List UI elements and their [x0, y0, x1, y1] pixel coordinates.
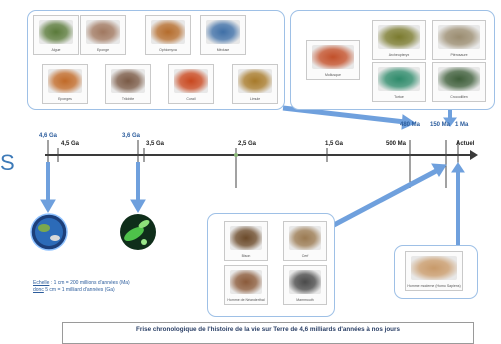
earth-illustration — [30, 213, 68, 251]
organism-picture — [411, 256, 457, 280]
image-card-top-left-3: Méduse — [200, 15, 246, 55]
image-card-bottom-middle-2: Homme de Néanderthal — [224, 265, 268, 305]
image-card-top-left-5: Trilobite — [105, 64, 151, 104]
scale-line-1: : 1 cm = 200 millions d'années (Ma) — [49, 280, 130, 286]
organism-caption: Corail — [186, 97, 196, 101]
organism-caption: Cerf — [301, 254, 309, 258]
organism-picture — [174, 69, 208, 93]
organism-picture — [312, 45, 354, 69]
organism-caption: Homme moderne (Homo Sapiens) — [407, 284, 461, 288]
label-1-ma: 1 Ma — [455, 122, 469, 128]
organism-picture — [206, 20, 240, 44]
arrow-bacteria-head — [130, 199, 146, 213]
organism-picture — [438, 67, 480, 91]
title-box: Frise chronologique de l'histoire de la … — [62, 322, 474, 344]
organism-caption: Algue — [51, 48, 61, 52]
organism-caption: Eponges — [58, 97, 72, 101]
organism-picture — [48, 69, 82, 93]
image-card-top-right-2: Ptérosaure — [432, 20, 486, 60]
organism-caption: Méduse — [216, 48, 230, 52]
organism-picture — [378, 25, 420, 49]
organism-picture — [238, 69, 272, 93]
organism-caption: Trilobite — [121, 97, 135, 101]
organism-caption: Ptérosaure — [450, 53, 468, 57]
organism-picture — [86, 20, 120, 44]
arrow-bottom-right-head — [451, 162, 465, 173]
organism-picture — [438, 25, 480, 49]
image-card-bottom-middle-3: Mammouth — [283, 265, 327, 305]
organism-caption: Mollusque — [325, 73, 341, 77]
image-card-top-left-1: Eponge — [80, 15, 126, 55]
scale-legend: Echelle : 1 cm = 200 millions d'années (… — [33, 280, 130, 293]
label-480-ma: 480 Ma — [400, 122, 421, 128]
arrow-bottom-middle — [313, 167, 440, 238]
scale-line-2: 5 cm = 1 milliard d'années (Ga) — [43, 286, 115, 293]
page-title: Frise chronologique de l'histoire de la … — [136, 326, 400, 333]
image-card-top-left-4: Eponges — [42, 64, 88, 104]
image-card-top-right-0: Mollusque — [306, 40, 360, 80]
label-150-ma: 150 Ma — [430, 122, 451, 128]
image-card-top-left-0: Algue — [33, 15, 79, 55]
arrow-top-left-head — [401, 114, 417, 130]
image-card-top-left-2: Ophiomyxa — [145, 15, 191, 55]
organism-caption: Eponge — [96, 48, 110, 52]
label-3-6-ga: 3,6 Ga — [122, 133, 141, 139]
arrow-earth-head — [40, 199, 56, 213]
side-letter: S — [0, 150, 15, 175]
organism-caption: Homme de Néanderthal — [227, 298, 265, 302]
event-arrows — [40, 105, 465, 245]
label-3-5-ga: 3,5 Ga — [146, 141, 165, 147]
bacteria-illustration — [120, 214, 156, 250]
organism-picture — [39, 20, 73, 44]
image-card-top-left-6: Corail — [168, 64, 214, 104]
label-500-ma: 500 Ma — [386, 141, 407, 147]
organism-caption: Mammouth — [296, 298, 314, 302]
scale-donc: donc — [33, 286, 44, 293]
organism-caption: Archeopteryx — [388, 53, 410, 57]
organism-picture — [230, 270, 262, 294]
label-2-5-ga: 2,5 Ga — [238, 141, 257, 147]
image-card-top-right-3: Tortue — [372, 62, 426, 102]
organism-picture — [111, 69, 145, 93]
arrow-bottom-middle-head — [431, 163, 447, 177]
tick-dot — [234, 153, 238, 157]
organism-picture — [230, 226, 262, 250]
arrow-top-right-head — [443, 117, 457, 127]
scale-label: Echelle — [33, 280, 50, 286]
label-1-5-ga: 1,5 Ga — [325, 141, 344, 147]
image-card-top-right-4: Crocodilien — [432, 62, 486, 102]
organism-picture — [289, 226, 321, 250]
image-card-bottom-middle-1: Cerf — [283, 221, 327, 261]
organism-caption: Crocodilien — [450, 95, 468, 99]
image-card-top-left-7: Limule — [232, 64, 278, 104]
organism-caption: Ophiomyxa — [159, 48, 177, 52]
label-4-5-ga: 4,5 Ga — [61, 141, 80, 147]
organism-picture — [151, 20, 185, 44]
organism-picture — [289, 270, 321, 294]
arrow-top-left — [282, 105, 406, 125]
organism-caption: Tortue — [394, 95, 404, 99]
organism-caption: Bison — [241, 254, 251, 258]
label-4-6-ga: 4,6 Ga — [39, 133, 58, 139]
organism-caption: Limule — [249, 97, 261, 101]
label-actuel: Actuel — [456, 141, 475, 147]
image-card-top-right-1: Archeopteryx — [372, 20, 426, 60]
image-card-bottom-middle-0: Bison — [224, 221, 268, 261]
image-card-bottom-right-0: Homme moderne (Homo Sapiens) — [405, 251, 463, 291]
timeline-arrowhead — [470, 150, 478, 160]
organism-picture — [378, 67, 420, 91]
